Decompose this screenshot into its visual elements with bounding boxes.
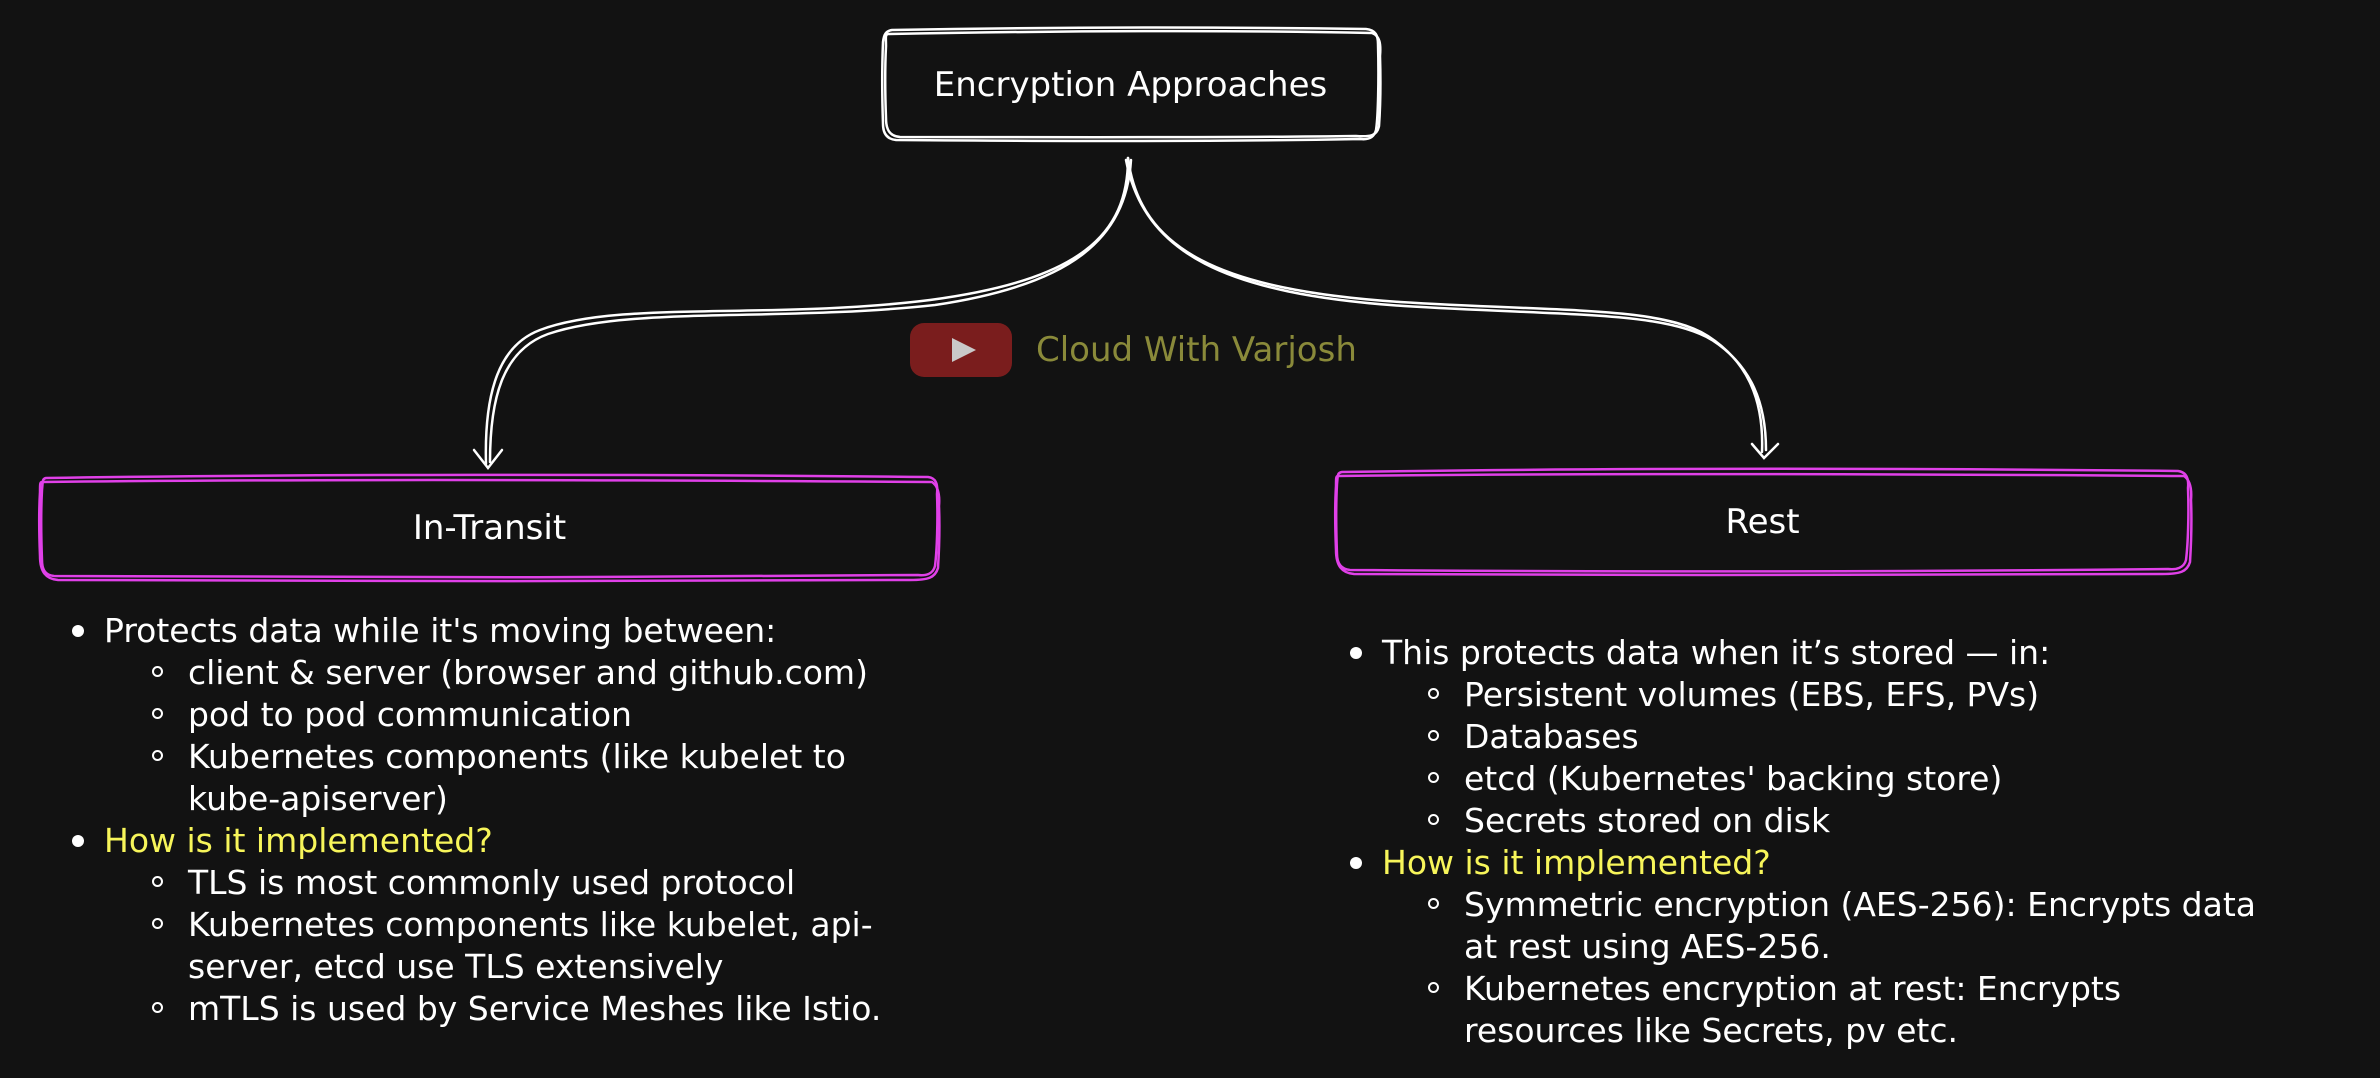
list-item: Kubernetes components (like kubelet to k…	[152, 736, 948, 820]
sub-bullet-text: pod to pod communication	[188, 695, 632, 734]
list-item: TLS is most commonly used protocol	[152, 862, 1010, 904]
bullet-text: This protects data when it’s stored — in…	[1382, 633, 2051, 672]
sub-bullet-text: Kubernetes components like kubelet, api-…	[188, 905, 873, 986]
sub-bullet-text: Persistent volumes (EBS, EFS, PVs)	[1464, 675, 2040, 714]
bullet-question-text: How is it implemented?	[1382, 843, 1771, 882]
list-item: Symmetric encryption (AES-256): Encrypts…	[1428, 884, 2284, 968]
in-transit-node-box	[38, 473, 941, 583]
rest-node-box	[1334, 467, 2193, 577]
list-item: etcd (Kubernetes' backing store)	[1428, 758, 2338, 800]
list-item: How is it implemented?	[1348, 842, 2338, 884]
list-item: Persistent volumes (EBS, EFS, PVs)	[1428, 674, 2338, 716]
sub-bullet-text: Kubernetes encryption at rest: Encrypts …	[1464, 969, 2122, 1050]
watermark-text: Cloud With Varjosh	[1036, 330, 1357, 370]
list-item: This protects data when it’s stored — in…	[1348, 632, 2338, 674]
list-item: Protects data while it's moving between:	[70, 610, 1010, 652]
list-item: Kubernetes components like kubelet, api-…	[152, 904, 908, 988]
connector-root-to-rest	[1124, 156, 1780, 460]
list-item: Databases	[1428, 716, 2338, 758]
list-item: pod to pod communication	[152, 694, 1010, 736]
list-item: Secrets stored on disk	[1428, 800, 2338, 842]
root-node-label: Encryption Approaches	[933, 65, 1328, 105]
list-item: How is it implemented?	[70, 820, 1010, 862]
sub-bullet-text: mTLS is used by Service Meshes like Isti…	[188, 989, 882, 1028]
bullet-text: Protects data while it's moving between:	[104, 611, 777, 650]
sub-bullet-text: TLS is most commonly used protocol	[188, 863, 796, 902]
rest-node-label: Rest	[1725, 502, 1800, 542]
list-item: client & server (browser and github.com)	[152, 652, 1010, 694]
sub-bullet-text: Secrets stored on disk	[1464, 801, 1831, 840]
channel-watermark: Cloud With Varjosh	[910, 322, 1357, 378]
sub-bullet-text: Databases	[1464, 717, 1639, 756]
list-item: mTLS is used by Service Meshes like Isti…	[152, 988, 1010, 1030]
in-transit-details: Protects data while it's moving between:…	[70, 610, 1010, 1030]
bullet-question-text: How is it implemented?	[104, 821, 493, 860]
sub-bullet-text: etcd (Kubernetes' backing store)	[1464, 759, 2003, 798]
sub-bullet-text: Kubernetes components (like kubelet to k…	[188, 737, 846, 818]
connector-root-to-in-transit	[472, 156, 1133, 471]
youtube-logo-icon	[910, 323, 1012, 377]
in-transit-node-label: In-Transit	[412, 508, 567, 548]
sub-bullet-text: client & server (browser and github.com)	[188, 653, 868, 692]
list-item: Kubernetes encryption at rest: Encrypts …	[1428, 968, 2224, 1052]
rest-details: This protects data when it’s stored — in…	[1348, 632, 2338, 1052]
root-node-box	[881, 26, 1382, 143]
sub-bullet-text: Symmetric encryption (AES-256): Encrypts…	[1464, 885, 2257, 966]
